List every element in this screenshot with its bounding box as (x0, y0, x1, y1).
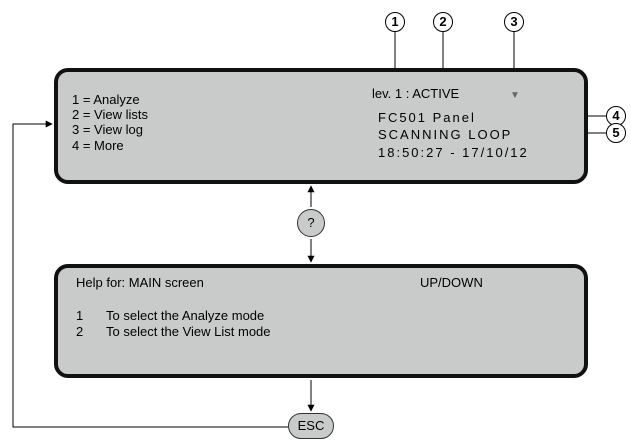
callout-1: 1 (385, 12, 405, 32)
menu-item-analyze[interactable]: 1 = Analyze (72, 92, 140, 107)
menu-item-view-log[interactable]: 3 = View log (72, 122, 143, 137)
date-time: 18:50:27 - 17/10/12 (378, 145, 529, 160)
panel-name: FC501 Panel (378, 110, 476, 125)
esc-return-path (12, 120, 288, 428)
help-item-text: To select the Analyze mode (106, 308, 265, 323)
level-status: lev. 1 : ACTIVE (372, 86, 460, 101)
menu-item-more[interactable]: 4 = More (72, 138, 124, 153)
main-screen-panel: 1 = Analyze 2 = View lists 3 = View log … (54, 68, 588, 184)
scan-mode: SCANNING LOOP (378, 127, 513, 142)
help-item-text: To select the View List mode (106, 324, 271, 339)
help-title: Help for: MAIN screen (76, 275, 204, 290)
nav-hint: UP/DOWN (420, 275, 483, 290)
callout-3: 3 (504, 12, 524, 32)
small-indicator-icon: ▼ (510, 90, 520, 101)
help-item-number: 1 (76, 308, 84, 323)
help-screen-panel: Help for: MAIN screen UP/DOWN 1 To selec… (54, 264, 588, 378)
help-item-number: 2 (76, 324, 84, 339)
callout-5: 5 (606, 123, 626, 143)
esc-button[interactable]: ESC (288, 413, 334, 439)
menu-item-view-lists[interactable]: 2 = View lists (72, 107, 148, 122)
callout-2: 2 (433, 12, 453, 32)
help-button[interactable]: ? (297, 209, 325, 237)
